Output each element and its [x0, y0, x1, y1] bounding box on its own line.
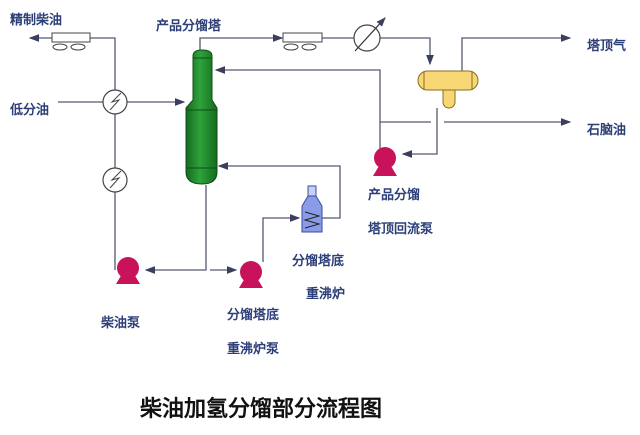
label-reboiler-2: 重沸炉: [306, 286, 345, 302]
reflux-drum: [417, 70, 479, 109]
pump-to-reboiler-line: [262, 214, 301, 262]
heat-exchanger-1: [102, 89, 128, 115]
label-reboiler-1: 分馏塔底: [292, 253, 344, 269]
label-reboiler-pump-1: 分馏塔底: [227, 307, 279, 323]
trim-cooler: [353, 17, 386, 52]
fractionation-column: [185, 49, 218, 185]
reboiler-return-line: [217, 162, 341, 219]
diagram-title: 柴油加氢分馏部分流程图: [139, 396, 382, 422]
pipelines: [28, 34, 572, 274]
label-naphtha: 石脑油: [586, 122, 626, 138]
refined-diesel-line: [28, 34, 116, 270]
label-diesel-pump: 柴油泵: [100, 315, 140, 331]
label-overhead-gas: 塔顶气: [587, 38, 626, 54]
label-reflux-pump-1: 产品分馏: [368, 187, 420, 203]
label-column: 产品分馏塔: [156, 18, 222, 34]
label-low-sep-oil: 低分油: [9, 102, 49, 118]
reflux-line: [214, 66, 381, 150]
heat-exchanger-2: [102, 167, 128, 193]
label-refined-diesel: 精制柴油: [10, 12, 62, 28]
air-cooler-diesel: [51, 32, 91, 51]
reboiler-pump: [239, 261, 263, 288]
diesel-pump: [116, 257, 140, 284]
drum-to-pump-line: [401, 108, 438, 158]
air-cooler-overhead: [282, 32, 323, 51]
bottoms-to-diesel-pump-line: [144, 185, 207, 274]
label-reflux-pump-2: 塔顶回流泵: [368, 221, 433, 237]
reflux-pump: [373, 147, 397, 176]
label-reboiler-pump-2: 重沸炉泵: [227, 341, 279, 357]
overhead-line: [199, 34, 284, 50]
overhead-gas-line: [461, 34, 572, 71]
reboiler-furnace: [301, 185, 323, 233]
